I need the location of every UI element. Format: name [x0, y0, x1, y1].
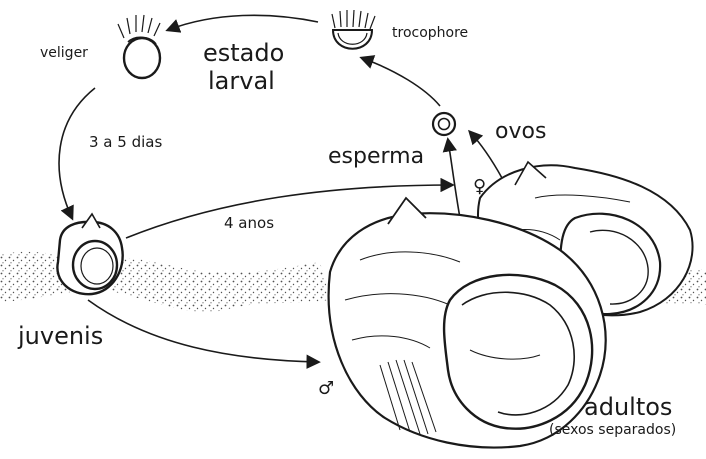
trocophore-larva — [332, 10, 375, 49]
adultos-note: (sexos separados) — [549, 422, 676, 438]
male-symbol: ♂ — [318, 378, 334, 399]
veliger-larva — [118, 15, 160, 78]
ovos-label: ovos — [495, 119, 546, 144]
trocophore-label: trocophore — [392, 25, 468, 41]
veliger-label: veliger — [40, 45, 88, 61]
juvenile-shell — [57, 214, 122, 294]
seafloor-sand — [0, 252, 330, 312]
adultos-label: adultos — [584, 393, 672, 421]
arrow-veliger-to-juvenis — [59, 88, 95, 218]
larval-stage-title-line2: larval — [208, 67, 275, 95]
duration-4-years: 4 anos — [224, 214, 274, 232]
arrow-adult-to-egg — [448, 140, 460, 218]
juvenis-label: juvenis — [17, 322, 103, 350]
duration-3-to-5-days: 3 a 5 dias — [89, 133, 162, 151]
esperma-label: esperma — [328, 144, 424, 169]
larval-stage-title-line1: estado — [203, 39, 284, 67]
arrow-trocophore-to-veliger — [168, 15, 318, 30]
arrow-egg-to-trocophore — [362, 58, 440, 106]
female-symbol: ♀ — [473, 176, 486, 197]
egg — [433, 113, 455, 135]
